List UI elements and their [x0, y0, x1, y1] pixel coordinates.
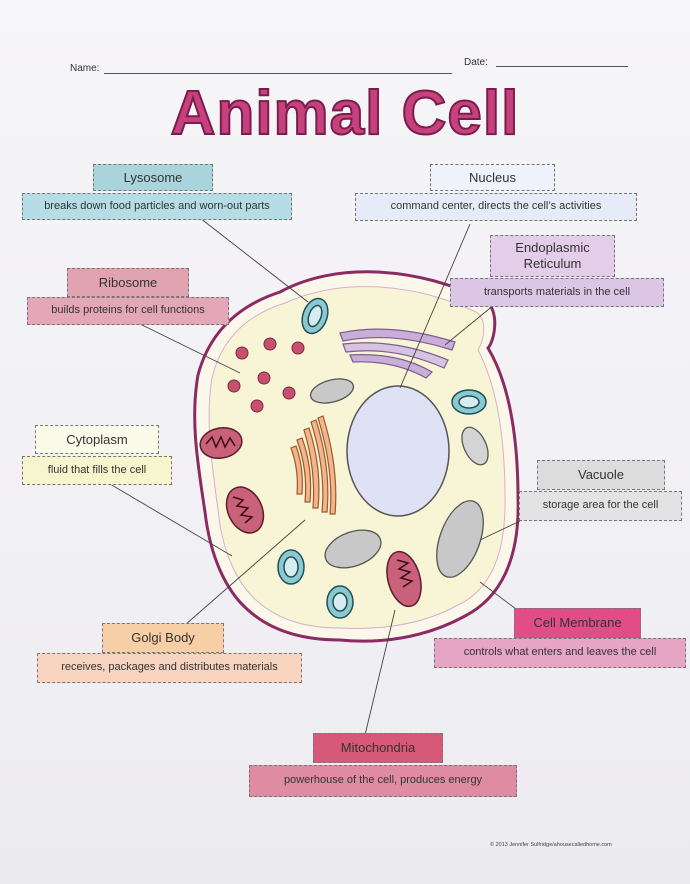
endoplasmic-reticulum-description: transports materials in the cell — [450, 278, 664, 307]
golgi-body-description: receives, packages and distributes mater… — [37, 653, 302, 683]
mitochondria-description: powerhouse of the cell, produces energy — [249, 765, 517, 797]
mitochondria-label: Mitochondria — [313, 733, 443, 763]
cell-membrane-label: Cell Membrane — [514, 608, 641, 638]
copyright-credit: © 2013 Jennifer Sulfridge/ahousecalledho… — [490, 842, 612, 848]
vacuole-description: storage area for the cell — [519, 491, 682, 521]
cytoplasm-label: Cytoplasm — [35, 425, 159, 454]
vacuole-label: Vacuole — [537, 460, 665, 490]
endoplasmic-reticulum-label: Endoplasmic Reticulum — [490, 235, 615, 277]
nucleus-description: command center, directs the cell’s activ… — [355, 193, 637, 221]
cytoplasm-description: fluid that fills the cell — [22, 456, 172, 485]
nucleus-label: Nucleus — [430, 164, 555, 191]
nucleus-shape — [347, 386, 449, 516]
ribosome-description: builds proteins for cell functions — [27, 297, 229, 325]
cell-membrane-description: controls what enters and leaves the cell — [434, 638, 686, 668]
lysosome-description: breaks down food particles and worn-out … — [22, 193, 292, 220]
golgi-body-label: Golgi Body — [102, 623, 224, 653]
ribosome-label: Ribosome — [67, 268, 189, 297]
lysosome-label: Lysosome — [93, 164, 213, 191]
